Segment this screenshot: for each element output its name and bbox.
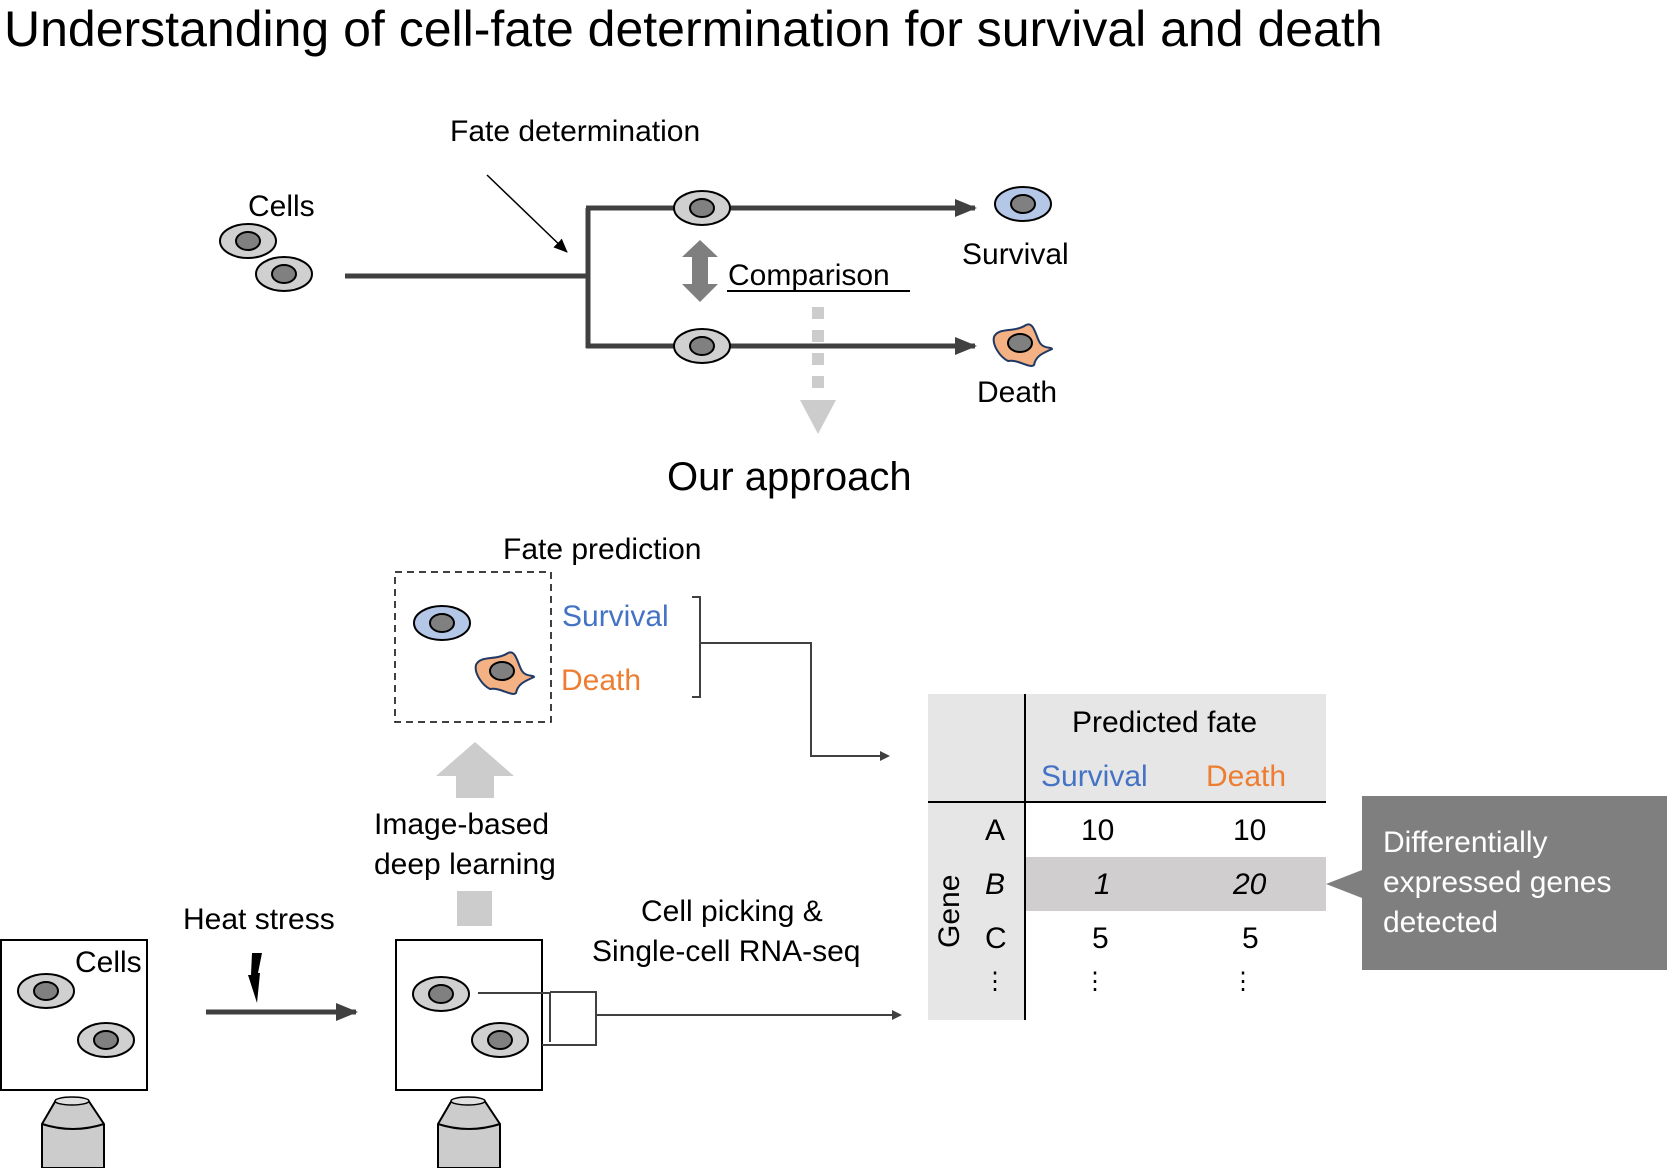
- outcome-death-label: Death: [977, 376, 1058, 409]
- deep-learning-label-line2: deep learning: [374, 848, 556, 881]
- deep-learning-label-line1: Image-based: [374, 808, 550, 841]
- survival-value: 5: [1092, 922, 1109, 955]
- fate-determination-pointer: [486, 174, 568, 253]
- fate-prediction-label: Fate prediction: [503, 533, 702, 566]
- microscope-objective-icon: [437, 1096, 501, 1168]
- approach-dotted-arrow-icon: [800, 307, 836, 434]
- dish-cells-label: Cells: [75, 946, 142, 979]
- death-cell-icon: [474, 651, 535, 695]
- death-value: ⋮: [1231, 968, 1255, 995]
- death-value: 20: [1233, 868, 1267, 901]
- table-header-predicted-fate: Predicted fate: [1072, 706, 1258, 739]
- callout-bubble: [1326, 796, 1667, 970]
- fate-table-graphics: [928, 694, 1326, 1020]
- gene-name: B: [985, 868, 1006, 901]
- cell-icon: [471, 1022, 529, 1058]
- culture-dish-initial: [0, 939, 148, 1091]
- survival-cell-icon: [413, 605, 471, 641]
- cell-icon: [412, 976, 470, 1012]
- deep-learning-step-icon: [457, 891, 492, 926]
- cell-icon: [673, 190, 731, 226]
- picking-label-line2: Single-cell RNA-seq: [592, 935, 861, 968]
- top-cells-group: [219, 223, 313, 292]
- top-cells-label: Cells: [248, 190, 315, 223]
- cell-icon: [77, 1022, 135, 1058]
- prediction-death-label: Death: [561, 664, 642, 697]
- highlighted-row-bg: [1025, 857, 1326, 911]
- fate-prediction-box: [394, 571, 552, 723]
- callout-text: Differentially expressed genes detected: [1383, 826, 1612, 939]
- survival-value: ⋮: [1083, 968, 1107, 995]
- picking-line-cell2: [542, 991, 597, 1046]
- cell-icon: [17, 973, 75, 1009]
- prediction-bracket: [692, 596, 701, 698]
- lightning-bolt-icon: [248, 953, 262, 1003]
- prediction-to-table-connector: [700, 642, 890, 761]
- survival-cell-icon: [994, 186, 1052, 222]
- our-approach-heading: Our approach: [667, 455, 912, 499]
- culture-dish-stressed: [395, 939, 543, 1091]
- picking-label-line1: Cell picking &: [641, 895, 823, 928]
- page-title: Understanding of cell-fate determination…: [4, 1, 1383, 57]
- table-column-survival: Survival: [1041, 760, 1148, 793]
- comparison-double-arrow-icon: [682, 240, 718, 302]
- death-value: 5: [1242, 922, 1259, 955]
- death-value: 10: [1233, 814, 1267, 847]
- deep-learning-up-arrow-icon: [436, 742, 514, 798]
- outcome-survival-label: Survival: [962, 238, 1069, 271]
- survival-value: 10: [1081, 814, 1115, 847]
- table-column-death: Death: [1206, 760, 1287, 793]
- gene-name: A: [985, 814, 1006, 847]
- gene-name: ⋮: [983, 968, 1007, 995]
- heat-stress-label: Heat stress: [183, 903, 335, 936]
- cell-icon: [673, 328, 731, 364]
- microscope-objective-icon: [41, 1096, 105, 1168]
- cell-icon: [255, 256, 313, 292]
- comparison-label: Comparison: [728, 259, 890, 292]
- cell-icon: [219, 223, 277, 259]
- table-row-group-gene: Gene: [933, 874, 966, 948]
- fate-determination-label: Fate determination: [450, 115, 701, 148]
- prediction-survival-label: Survival: [562, 600, 669, 633]
- gene-name: C: [985, 922, 1007, 955]
- survival-value: 1: [1094, 868, 1111, 901]
- death-cell-icon: [992, 323, 1053, 367]
